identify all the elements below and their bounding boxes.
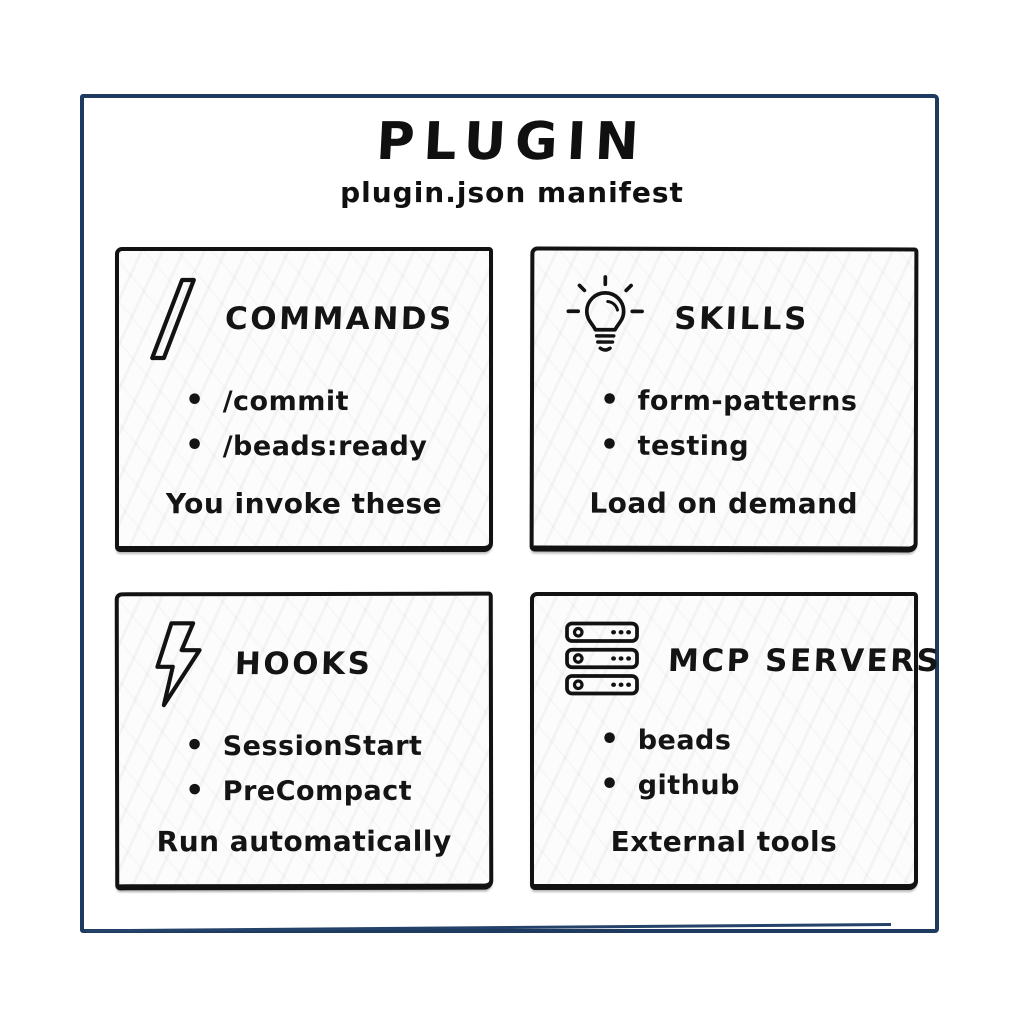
list-item: • testing (600, 424, 914, 470)
list-item: • /commit (185, 379, 489, 424)
list-item: • beads (600, 718, 914, 763)
bullet-dot: • (184, 728, 205, 764)
list-item-label: beads (637, 725, 732, 756)
list-item: • github (600, 763, 914, 808)
list-item-label: PreCompact (222, 775, 413, 808)
mcp-servers-card-header: MCP SERVERS (534, 596, 942, 704)
commands-card-title: COMMANDS (224, 301, 455, 337)
mcp-servers-card: MCP SERVERS • beads • github External to… (530, 592, 942, 890)
mcp-servers-card-title: MCP SERVERS (667, 643, 942, 679)
list-item-label: /beads:ready (222, 431, 428, 462)
hooks-card-note: Run automatically (156, 824, 452, 859)
list-item-label: form-patterns (637, 385, 858, 418)
bullet-dot: • (185, 773, 205, 809)
list-item-label: /commit (222, 386, 350, 417)
bullet-dot: • (599, 382, 620, 418)
list-item-label: github (637, 770, 740, 801)
commands-card-header: COMMANDS (119, 251, 489, 365)
lightning-bolt-icon (147, 618, 209, 710)
hooks-card: HOOKS • SessionStart • PreCompact Run au… (114, 591, 494, 891)
skills-card-note: Load on demand (589, 486, 859, 521)
commands-card: COMMANDS • /commit • /beads:ready You in… (115, 247, 493, 552)
server-stack-icon (562, 618, 642, 704)
skills-card-header: SKILLS (534, 251, 914, 366)
bullet-dot: • (185, 428, 205, 463)
list-item-label: testing (637, 430, 750, 463)
bullet-dot: • (185, 383, 205, 418)
lightbulb-icon (562, 273, 648, 365)
list-item: • form-patterns (600, 379, 914, 425)
diagram-title: PLUGIN (374, 112, 650, 172)
list-item: • PreCompact (185, 769, 489, 815)
hooks-list: • SessionStart • PreCompact (185, 724, 489, 815)
bullet-dot: • (599, 427, 620, 463)
commands-list: • /commit • /beads:ready (185, 379, 489, 469)
skills-card-title: SKILLS (673, 300, 810, 338)
skills-card: SKILLS • form-patterns • testing Load on… (529, 246, 919, 553)
commands-card-note: You invoke these (165, 487, 443, 520)
hooks-card-title: HOOKS (234, 645, 373, 683)
hooks-card-header: HOOKS (119, 596, 489, 711)
mcp-servers-list: • beads • github (600, 718, 914, 808)
diagram-subtitle: plugin.json manifest (340, 176, 684, 209)
bullet-dot: • (600, 722, 620, 757)
mcp-servers-card-note: External tools (610, 825, 838, 858)
skills-list: • form-patterns • testing (600, 379, 914, 470)
hand-drawn-stroke (86, 923, 892, 933)
list-item: • /beads:ready (185, 424, 489, 469)
list-item-label: SessionStart (222, 730, 423, 763)
list-item: • SessionStart (185, 724, 489, 770)
slash-icon (147, 273, 199, 365)
bullet-dot: • (600, 767, 620, 802)
